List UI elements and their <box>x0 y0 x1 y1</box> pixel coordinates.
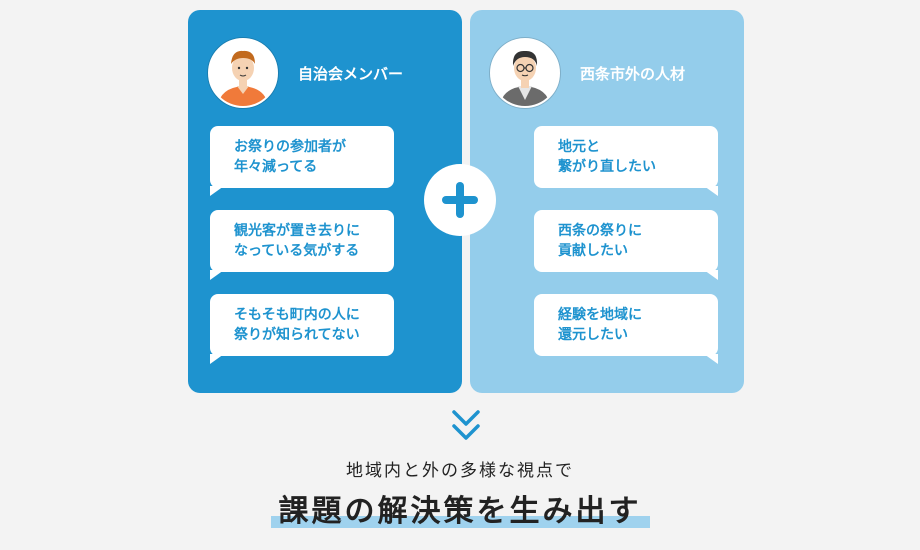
sub-caption: 地域内と外の多様な視点で <box>346 461 574 481</box>
speech-bubble: 地元と 繋がり直したい <box>534 126 718 196</box>
plus-icon <box>424 164 496 236</box>
bubble-line: 観光客が置き去りに <box>234 223 360 239</box>
person-glasses-icon <box>490 38 560 108</box>
bubble-line: お祭りの参加者が <box>234 139 346 155</box>
bubble-line: 繋がり直したい <box>558 159 656 175</box>
speech-bubble: そもそも町内の人に 祭りが知られてない <box>210 294 394 364</box>
speech-bubble: お祭りの参加者が 年々減ってる <box>210 126 394 196</box>
bubble-line: 経験を地域に <box>558 307 642 323</box>
local-members-panel: 自治会メンバー お祭りの参加者が 年々減ってる 観光客が置き去りに なっている気… <box>188 10 462 393</box>
outside-talent-title: 西条市外の人材 <box>580 64 686 83</box>
person-orange-shirt-icon <box>208 38 278 108</box>
speech-bubble: 観光客が置き去りに なっている気がする <box>210 210 394 280</box>
bubble-line: 祭りが知られてない <box>234 327 360 343</box>
main-caption-text: 課題の解決策を生み出す <box>278 494 642 529</box>
outside-talent-header: 西条市外の人材 <box>490 38 685 108</box>
local-members-header: 自治会メンバー <box>208 38 403 108</box>
speech-bubble: 経験を地域に 還元したい <box>534 294 718 364</box>
main-caption: 課題の解決策を生み出す <box>0 486 920 530</box>
bubble-line: 還元したい <box>558 327 628 343</box>
bubble-line: 西条の祭りに <box>558 223 642 239</box>
double-chevron-down-icon <box>450 408 482 448</box>
speech-bubble: 西条の祭りに 貢献したい <box>534 210 718 280</box>
outside-talent-panel: 西条市外の人材 地元と 繋がり直したい 西条の祭りに 貢献したい 経験を地域に … <box>470 10 744 393</box>
bubble-line: そもそも町内の人に <box>234 307 360 323</box>
bubble-line: 年々減ってる <box>234 159 318 175</box>
bubble-line: 貢献したい <box>558 243 628 259</box>
local-members-title: 自治会メンバー <box>298 64 404 83</box>
bubble-line: なっている気がする <box>234 243 360 259</box>
bubble-line: 地元と <box>558 139 600 155</box>
